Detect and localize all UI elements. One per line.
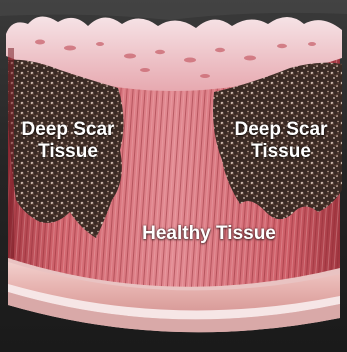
label-deep-scar-tissue-left: Deep Scar Tissue — [10, 119, 126, 163]
label-line: Deep Scar — [10, 119, 126, 141]
label-line: Deep Scar — [222, 119, 340, 141]
label-healthy-tissue: Healthy Tissue — [118, 223, 300, 245]
label-line: Tissue — [10, 141, 126, 163]
label-deep-scar-tissue-right: Deep Scar Tissue — [222, 119, 340, 163]
label-line: Tissue — [222, 141, 340, 163]
